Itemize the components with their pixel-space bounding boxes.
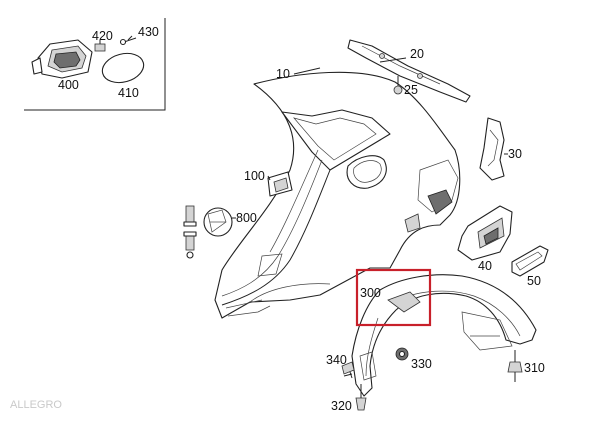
label-340: 340 <box>326 353 347 367</box>
light-housing-bracket-40[interactable] <box>457 205 513 261</box>
bracket-30[interactable] <box>479 117 505 181</box>
bolt-set-800[interactable] <box>183 205 233 259</box>
label-320: 320 <box>331 399 352 413</box>
highlight-box <box>355 268 432 327</box>
label-300: 300 <box>360 286 381 300</box>
roof-rail-20[interactable] <box>347 39 471 103</box>
label-40: 40 <box>478 259 492 273</box>
rear-side-panel-10[interactable] <box>214 71 461 319</box>
bracket-100[interactable] <box>267 171 293 197</box>
clip-420[interactable] <box>94 43 106 52</box>
label-410: 410 <box>118 86 139 100</box>
fuel-filler-housing-400[interactable] <box>31 39 93 79</box>
wheel-arch-liner-300[interactable] <box>351 274 537 397</box>
nut-330[interactable] <box>395 347 409 361</box>
fuel-flap-410[interactable] <box>99 49 147 87</box>
label-800: 800 <box>236 211 257 225</box>
label-310: 310 <box>524 361 545 375</box>
label-30: 30 <box>508 147 522 161</box>
label-50: 50 <box>527 274 541 288</box>
bolt-25[interactable] <box>393 76 403 95</box>
clip-340[interactable] <box>341 361 355 379</box>
cover-50[interactable] <box>511 245 549 277</box>
clip-310[interactable] <box>507 350 523 382</box>
label-20: 20 <box>410 47 424 61</box>
label-25: 25 <box>404 83 418 97</box>
label-430: 430 <box>138 25 159 39</box>
label-420: 420 <box>92 29 113 43</box>
inset-fuel-flap-group: 400 410 420 430 <box>24 18 166 111</box>
label-10: 10 <box>276 67 290 81</box>
screw-320[interactable] <box>355 384 367 411</box>
label-330: 330 <box>411 357 432 371</box>
watermark: ALLEGRO <box>10 399 62 411</box>
screw-430[interactable] <box>123 37 137 43</box>
inset-border <box>24 18 166 111</box>
label-400: 400 <box>58 78 79 92</box>
label-100: 100 <box>244 169 265 183</box>
